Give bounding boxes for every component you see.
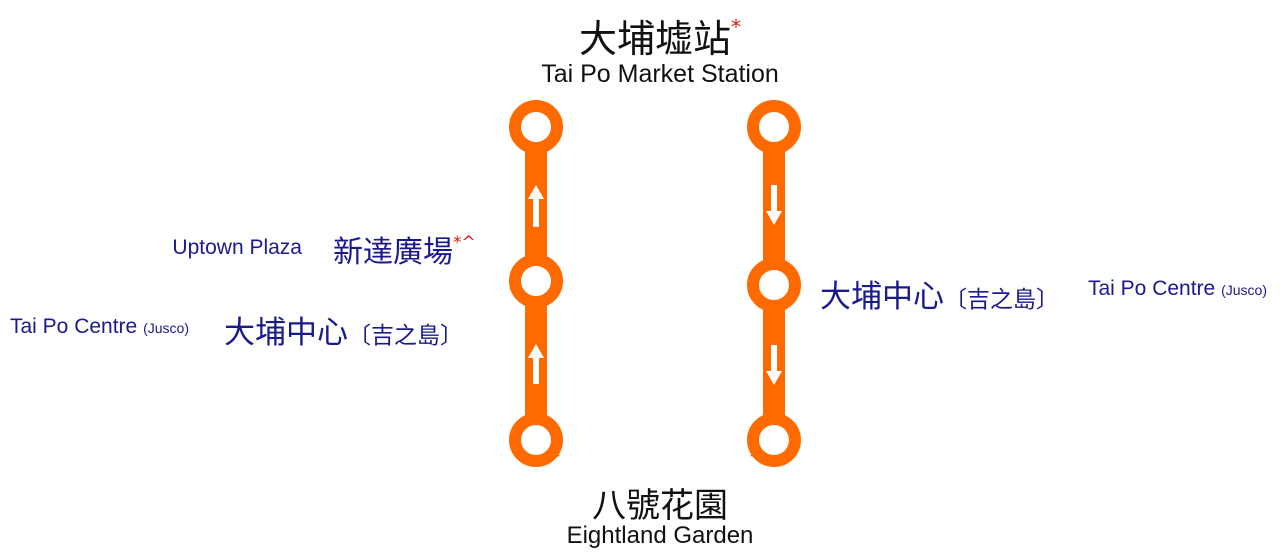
stop-right-middle <box>747 258 801 312</box>
stop-left-middle <box>509 254 563 308</box>
down-arrow-icon <box>766 185 782 225</box>
stop-right-bottom <box>747 413 801 467</box>
station-top-zh: 大埔墟站* <box>578 15 741 61</box>
stop-right-top <box>747 100 801 154</box>
station-bottom-en: Eightland Garden <box>566 522 754 549</box>
tick-mark-icon <box>551 450 560 458</box>
route-right <box>747 100 801 467</box>
station-taipo-centre-left-en: Tai Po Centre (Jusco) <box>10 315 189 338</box>
up-arrow-icon <box>528 344 544 384</box>
station-bottom-zh: 八號花園 <box>592 486 728 526</box>
down-arrow-icon <box>766 345 782 385</box>
station-uptown-en: Uptown Plaza <box>172 236 302 259</box>
station-uptown-mark: *^ <box>453 233 476 253</box>
station-uptown-zh: 新達廣場*^ <box>333 233 476 270</box>
station-taipo-centre-right-zh: 大埔中心〔吉之島〕 <box>820 279 1059 315</box>
stop-left-top <box>509 100 563 154</box>
route-left <box>509 100 563 467</box>
tick-mark-icon <box>750 450 759 458</box>
station-top-mark: * <box>731 15 741 39</box>
up-arrow-icon <box>528 185 544 227</box>
station-taipo-centre-left-zh: 大埔中心〔吉之島〕 <box>224 315 463 351</box>
station-top-en: Tai Po Market Station <box>541 60 779 88</box>
station-taipo-centre-right-en: Tai Po Centre (Jusco) <box>1088 277 1267 300</box>
stop-left-bottom <box>509 413 563 467</box>
